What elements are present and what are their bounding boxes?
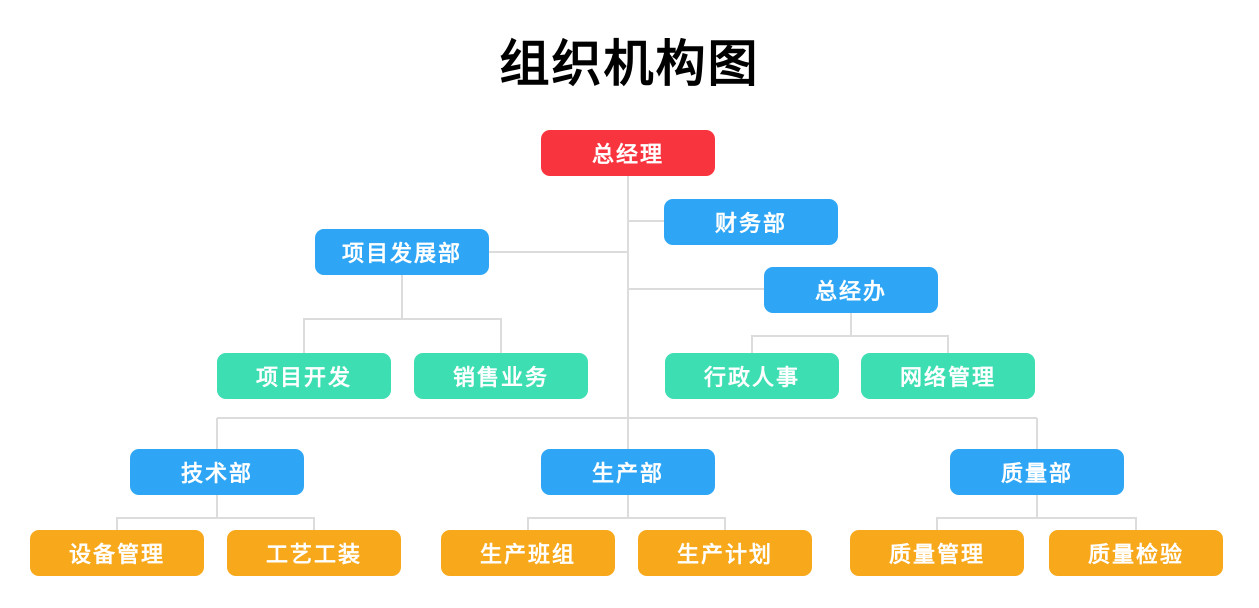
- node-project-dev: 项目开发: [217, 353, 391, 399]
- node-admin-hr: 行政人事: [665, 353, 839, 399]
- node-equipment-management: 设备管理: [30, 530, 204, 576]
- connector-tech-children: [116, 495, 315, 530]
- connector-project-dev-children: [303, 275, 502, 353]
- node-production-dept: 生产部: [541, 449, 715, 495]
- chart-title: 组织机构图: [499, 36, 760, 92]
- node-project-development-dept: 项目发展部: [315, 229, 489, 275]
- node-sales: 销售业务: [414, 353, 588, 399]
- node-production-team: 生产班组: [441, 530, 615, 576]
- node-gm-office: 总经办: [764, 267, 938, 313]
- node-network-management: 网络管理: [861, 353, 1035, 399]
- node-technology-dept: 技术部: [130, 449, 304, 495]
- connector-gm-office-children: [751, 313, 949, 353]
- node-general-manager: 总经理: [541, 130, 715, 176]
- connector-quality-children: [936, 495, 1137, 530]
- node-finance-dept: 财务部: [664, 199, 838, 245]
- node-quality-management: 质量管理: [850, 530, 1024, 576]
- node-process-tooling: 工艺工装: [227, 530, 401, 576]
- node-quality-dept: 质量部: [950, 449, 1124, 495]
- node-quality-inspection: 质量检验: [1049, 530, 1223, 576]
- node-production-planning: 生产计划: [638, 530, 812, 576]
- connector-production-children: [527, 495, 726, 530]
